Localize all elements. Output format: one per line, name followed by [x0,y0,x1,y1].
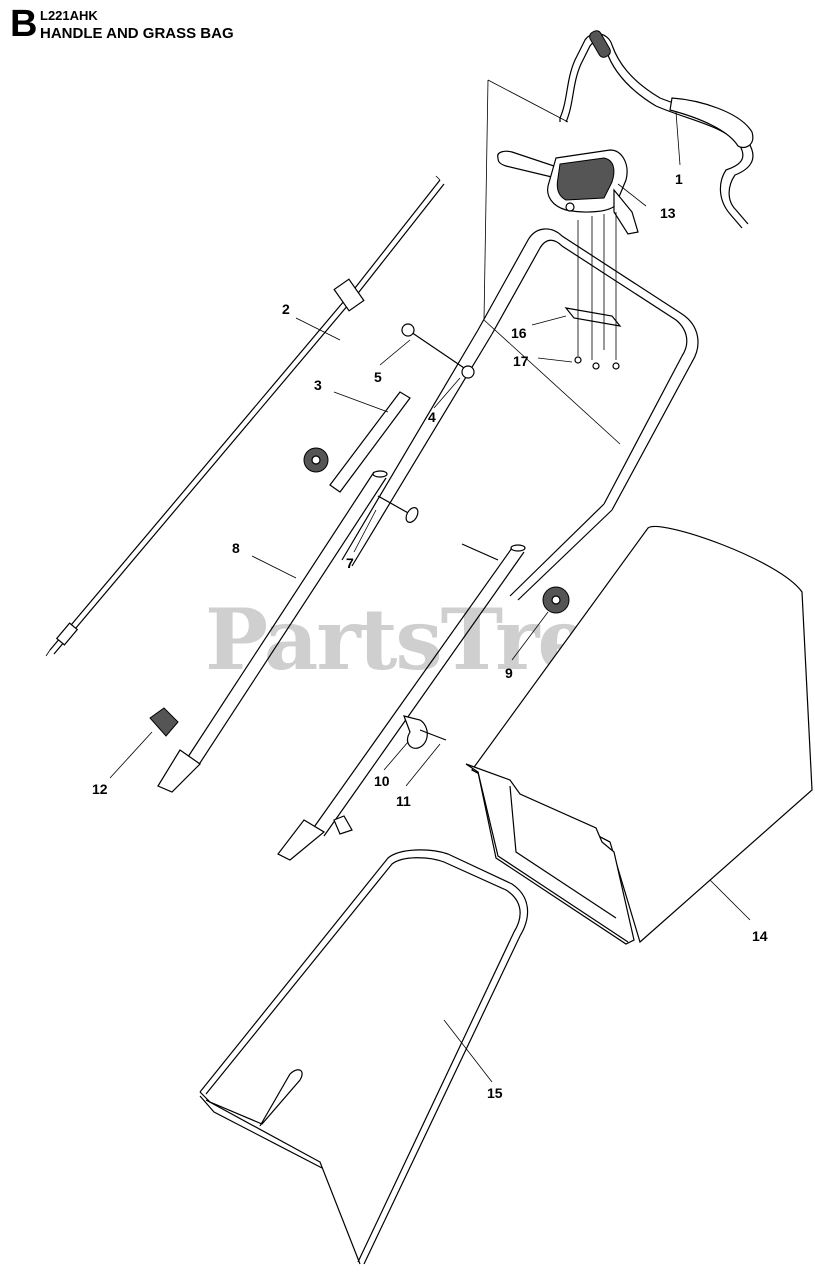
part-knob-left [303,447,329,473]
callout-4: 4 [428,409,436,425]
leader-lines [109,79,751,1083]
callout-10: 10 [374,773,390,789]
part-upper-handle [559,30,754,229]
part-lower-tube-right [277,543,526,861]
callout-16: 16 [511,325,527,341]
part-bracket [564,212,622,370]
callout-2: 2 [282,301,290,317]
callout-8: 8 [232,540,240,556]
part-lower-tube-left [157,470,388,793]
callout-labels: 1 2 3 4 5 7 8 9 10 11 12 13 14 15 16 17 [92,171,768,1101]
part-bolt [377,495,419,523]
part-knob-12 [149,707,179,737]
section-letter: B [10,3,38,45]
diagram-title: HANDLE AND GRASS BAG [40,25,234,42]
part-clip [333,715,447,835]
callout-7: 7 [346,555,354,571]
callout-14: 14 [752,928,768,944]
callout-15: 15 [487,1085,503,1101]
callout-17: 17 [513,353,529,369]
callout-3: 3 [314,377,322,393]
callout-13: 13 [660,205,676,221]
part-lever [329,323,471,493]
part-cable [45,175,445,657]
callout-11: 11 [396,793,411,809]
part-4-knob [461,365,475,379]
part-grass-bag [465,526,813,945]
callout-12: 12 [92,781,108,797]
model-number: L221AHK [40,8,98,23]
part-knob-9 [542,586,570,614]
part-control-box [497,149,639,235]
part-bag-frame [199,849,529,1265]
callout-1: 1 [675,171,683,187]
callout-9: 9 [505,665,513,681]
callout-5: 5 [374,369,382,385]
